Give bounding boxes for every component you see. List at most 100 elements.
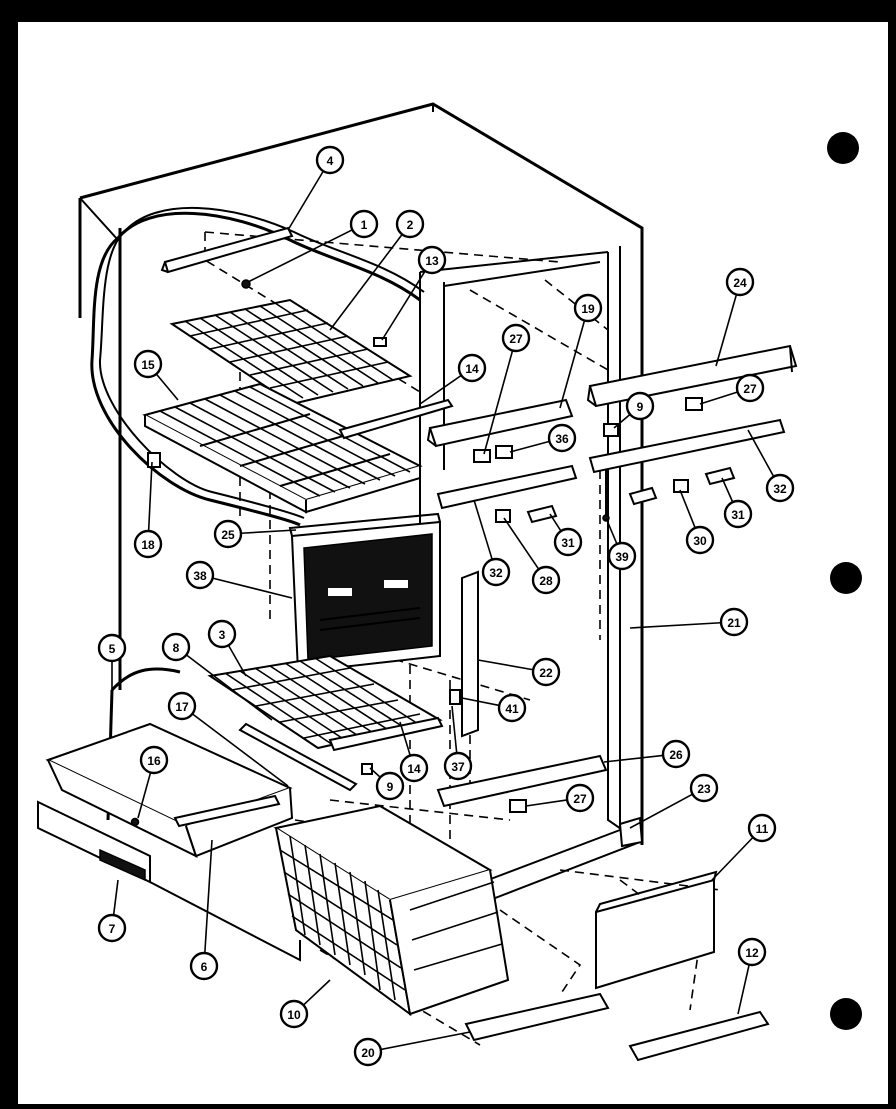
callout-number: 15 bbox=[141, 358, 155, 372]
callout-9: 9 bbox=[625, 391, 655, 421]
callout-41: 41 bbox=[497, 693, 527, 723]
callout-12: 12 bbox=[737, 937, 767, 967]
mullion-22 bbox=[461, 570, 479, 738]
callout-leader-line bbox=[737, 964, 750, 1015]
callout-leader-line bbox=[699, 391, 738, 405]
latch-27-left bbox=[473, 449, 491, 463]
callout-32: 32 bbox=[765, 473, 795, 503]
callout-13: 13 bbox=[417, 245, 447, 275]
callout-number: 24 bbox=[733, 276, 747, 290]
callout-number: 7 bbox=[109, 922, 116, 936]
callout-18: 18 bbox=[133, 529, 163, 559]
callout-circle bbox=[765, 473, 795, 503]
toe-plate-12 bbox=[628, 1010, 770, 1062]
callout-leader-line bbox=[155, 373, 179, 401]
callout-leader-line bbox=[559, 320, 586, 409]
callout-circle bbox=[207, 619, 237, 649]
callout-10: 10 bbox=[279, 999, 309, 1029]
callout-circle bbox=[161, 632, 191, 662]
callout-leader-line bbox=[747, 429, 775, 478]
callout-number: 14 bbox=[407, 762, 421, 776]
callout-number: 5 bbox=[109, 642, 116, 656]
callout-circle bbox=[97, 633, 127, 663]
callout-number: 32 bbox=[773, 482, 787, 496]
callout-circle bbox=[417, 245, 447, 275]
callout-leader-line bbox=[112, 879, 119, 916]
callout-leader-line bbox=[419, 374, 462, 405]
callout-number: 28 bbox=[539, 574, 553, 588]
callout-circle bbox=[735, 373, 765, 403]
callout-circle bbox=[167, 691, 197, 721]
callout-leader-line bbox=[679, 489, 696, 529]
binder-holes bbox=[827, 132, 862, 1030]
callout-number: 9 bbox=[637, 400, 644, 414]
callout-circle bbox=[723, 499, 753, 529]
callout-circle bbox=[565, 783, 595, 813]
callout-leader-line bbox=[629, 621, 722, 629]
wire-basket bbox=[273, 804, 510, 1017]
callout-circle bbox=[685, 525, 715, 555]
callout-leader-line bbox=[461, 697, 500, 707]
callout-leader-line bbox=[212, 577, 293, 599]
callout-17: 17 bbox=[167, 691, 197, 721]
callout-32: 32 bbox=[481, 557, 511, 587]
callout-number: 26 bbox=[669, 748, 683, 762]
callout-number: 27 bbox=[509, 332, 523, 346]
callout-leader-line bbox=[711, 836, 754, 881]
callout-circle bbox=[481, 557, 511, 587]
callout-circle bbox=[725, 267, 755, 297]
pin-31-left bbox=[526, 504, 558, 524]
callout-number: 41 bbox=[505, 702, 519, 716]
callout-leader-line bbox=[329, 233, 403, 331]
callout-number: 12 bbox=[745, 946, 759, 960]
callout-circle bbox=[279, 999, 309, 1029]
callout-number: 18 bbox=[141, 538, 155, 552]
callout-circle bbox=[185, 560, 215, 590]
callout-leader-line bbox=[715, 294, 738, 367]
callout-leader-line bbox=[503, 517, 540, 570]
callout-leader-line bbox=[302, 979, 331, 1006]
callout-circle bbox=[133, 349, 163, 379]
callout-number: 3 bbox=[219, 628, 226, 642]
callout-number: 31 bbox=[561, 536, 575, 550]
callout-circle bbox=[399, 753, 429, 783]
callout-circle bbox=[443, 751, 473, 781]
callout-27: 27 bbox=[735, 373, 765, 403]
callout-circle bbox=[747, 813, 777, 843]
callout-number: 16 bbox=[147, 754, 161, 768]
callout-2: 2 bbox=[395, 209, 425, 239]
callout-number: 27 bbox=[573, 792, 587, 806]
callout-number: 21 bbox=[727, 616, 741, 630]
callout-1: 1 bbox=[349, 209, 379, 239]
callout-number: 2 bbox=[407, 218, 414, 232]
callout-leader-line bbox=[473, 499, 493, 560]
latch-27-right bbox=[685, 397, 703, 411]
callout-leader-line bbox=[227, 644, 247, 677]
callout-circle bbox=[375, 771, 405, 801]
clip-41 bbox=[449, 689, 461, 705]
freezer-shelf bbox=[142, 382, 423, 514]
shelf-rail-lower-left bbox=[238, 722, 358, 792]
pin-part bbox=[628, 486, 658, 506]
callout-leader-line bbox=[185, 654, 273, 721]
callout-16: 16 bbox=[139, 745, 169, 775]
callout-number: 38 bbox=[193, 569, 207, 583]
callout-30: 30 bbox=[685, 525, 715, 555]
callout-circle bbox=[501, 323, 531, 353]
callout-circle bbox=[531, 657, 561, 687]
binder-hole bbox=[830, 562, 862, 594]
callout-9: 9 bbox=[375, 771, 405, 801]
callout-number: 1 bbox=[361, 218, 368, 232]
callout-circle bbox=[133, 529, 163, 559]
callout-leader-line bbox=[613, 413, 631, 429]
callout-27: 27 bbox=[565, 783, 595, 813]
callout-number: 11 bbox=[756, 822, 769, 836]
callout-number: 4 bbox=[327, 154, 334, 168]
shelf-rail-upper bbox=[160, 226, 294, 274]
bottom-rail-20 bbox=[464, 992, 610, 1042]
callout-28: 28 bbox=[531, 565, 561, 595]
callout-number: 23 bbox=[697, 782, 711, 796]
callout-number: 13 bbox=[425, 254, 439, 268]
